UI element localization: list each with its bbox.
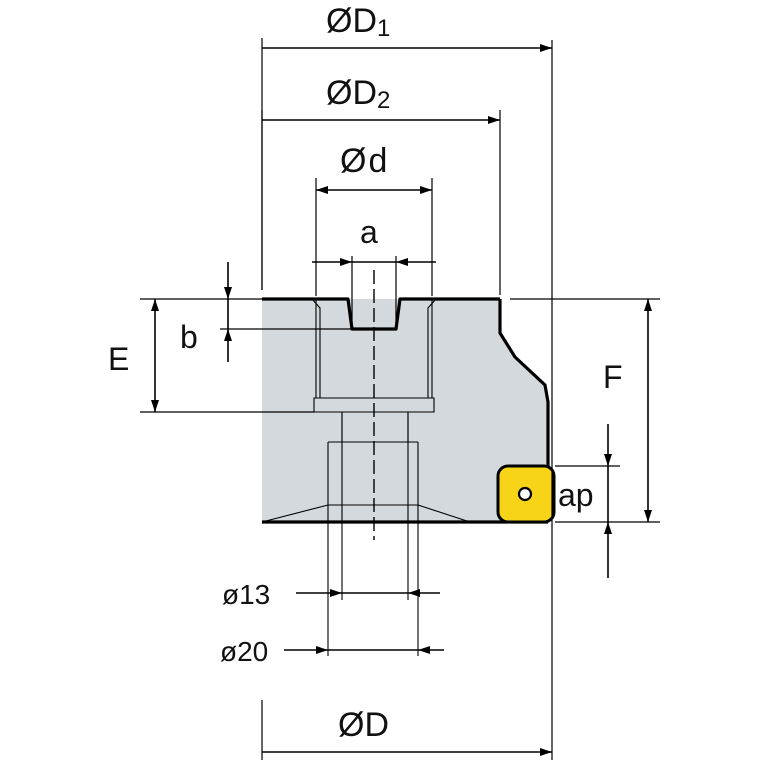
- label-D2: ØD2: [326, 74, 390, 114]
- label-ap: ap: [558, 477, 594, 513]
- cutter-body: [262, 299, 548, 522]
- label-a: a: [360, 214, 378, 250]
- label-D1: ØD1: [326, 2, 390, 42]
- label-d: Ød: [340, 142, 387, 180]
- insert-screw-hole: [517, 486, 533, 502]
- right-profile-outline: [498, 299, 550, 522]
- label-dia20: ø20: [220, 636, 268, 667]
- label-E: E: [108, 341, 129, 377]
- label-dia13: ø13: [222, 579, 270, 610]
- label-D: ØD: [338, 706, 389, 744]
- label-b: b: [180, 319, 198, 355]
- bore-outline: [261, 298, 471, 656]
- label-F: F: [603, 359, 623, 395]
